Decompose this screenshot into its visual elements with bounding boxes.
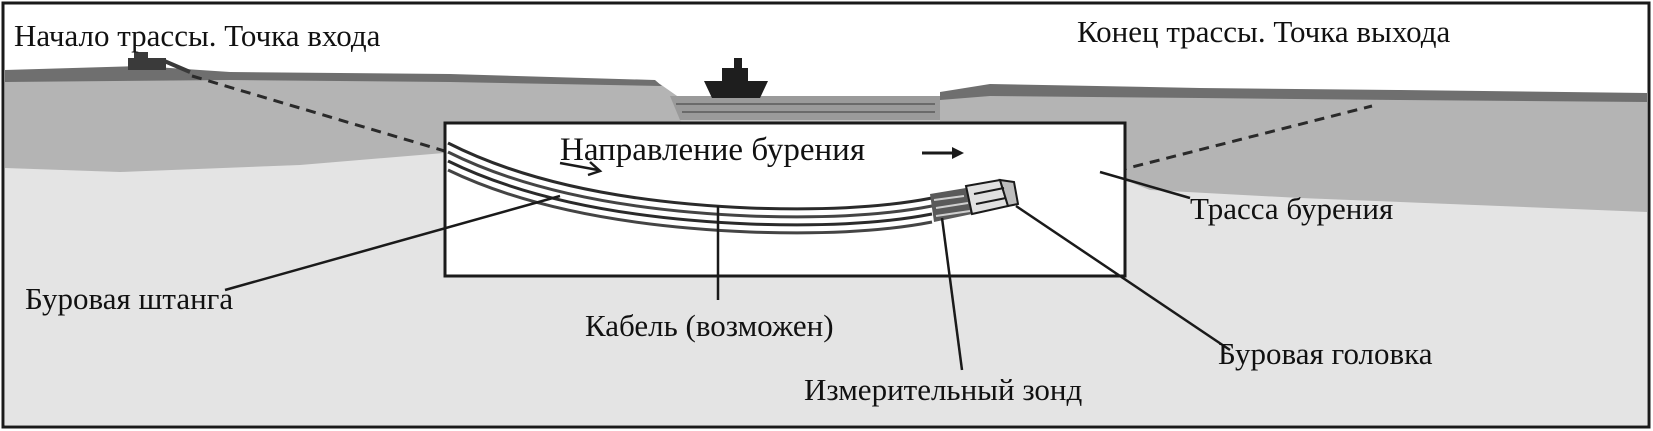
leader-probe [940, 217, 964, 371]
label-cable: Кабель (возможен) [585, 308, 834, 343]
leader-route [1099, 170, 1191, 200]
river-water [670, 96, 940, 120]
label-measuring-probe: Измерительный зонд [804, 372, 1082, 407]
label-end-point: Конец трассы. Точка выхода [1077, 14, 1451, 49]
right-bank-surface [940, 84, 1647, 102]
label-drilling-route: Трасса бурения [1190, 191, 1393, 226]
left-bank-surface [5, 66, 662, 86]
label-drill-head: Буровая головка [1218, 336, 1433, 371]
right-bank-soil [940, 88, 1647, 212]
drill-head [964, 178, 1020, 216]
drilling-route-left [191, 74, 449, 154]
leader-head [1015, 204, 1231, 352]
ship-icon [704, 58, 768, 98]
label-drilling-direction: Направление бурения [560, 132, 865, 168]
direction-arrow-icon [922, 147, 964, 159]
drill-rod [447, 141, 933, 235]
leader-rod [224, 194, 561, 292]
label-start-point: Начало трассы. Точка входа [14, 18, 381, 53]
drilling-rig-icon [128, 52, 191, 74]
direction-arrow-small [559, 161, 599, 172]
label-drill-rod: Буровая штанга [25, 281, 233, 316]
measuring-probe [930, 188, 972, 222]
